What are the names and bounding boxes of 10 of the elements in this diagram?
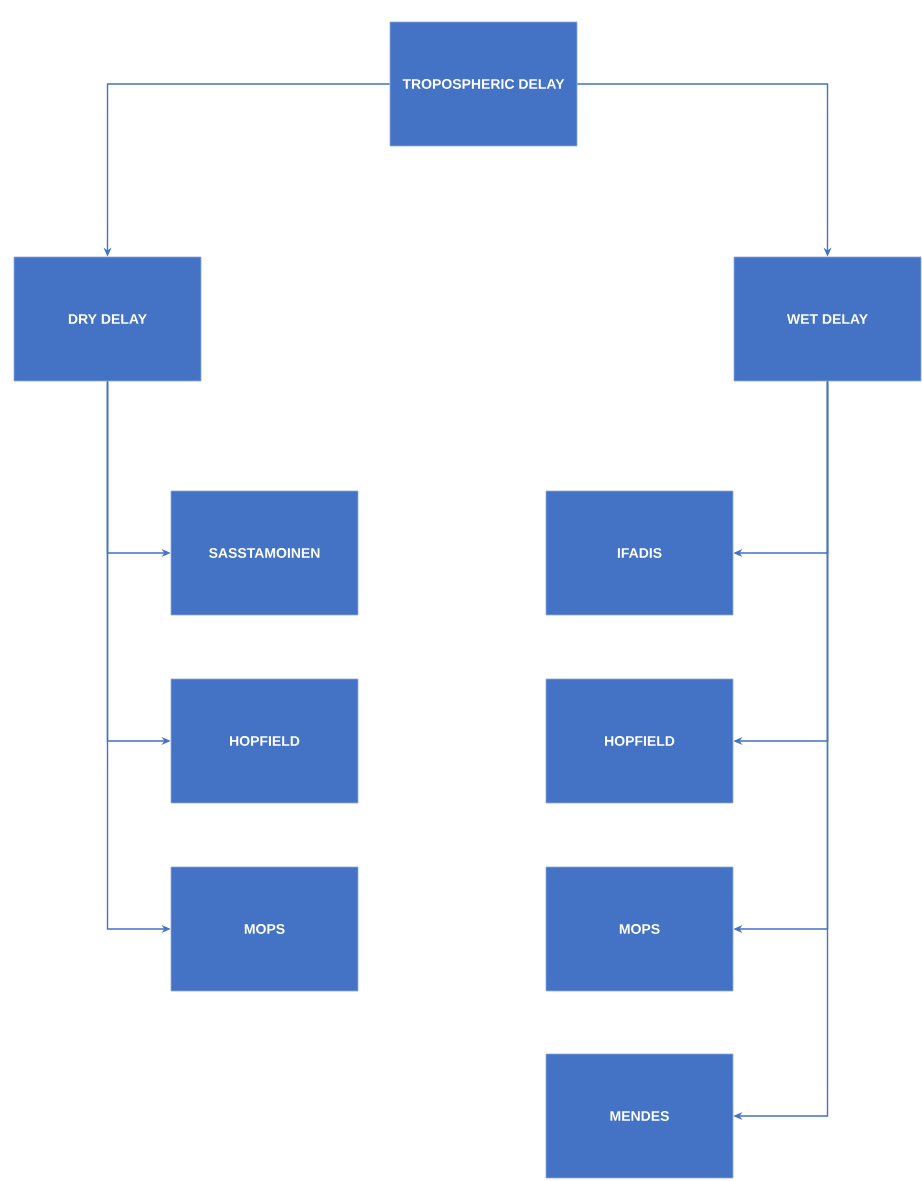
process-box: TROPOSPHERIC DELAY [389,21,578,147]
process-box: DRY DELAY [13,256,202,382]
process-box: SASSTAMOINEN [170,490,359,616]
process-box: MOPS [170,866,359,992]
process-box: MENDES [545,1053,734,1179]
process-box: WET DELAY [733,256,922,382]
process-box: MOPS [545,866,734,992]
process-box: HOPFIELD [545,678,734,804]
process-box: IFADIS [545,490,734,616]
process-box: HOPFIELD [170,678,359,804]
